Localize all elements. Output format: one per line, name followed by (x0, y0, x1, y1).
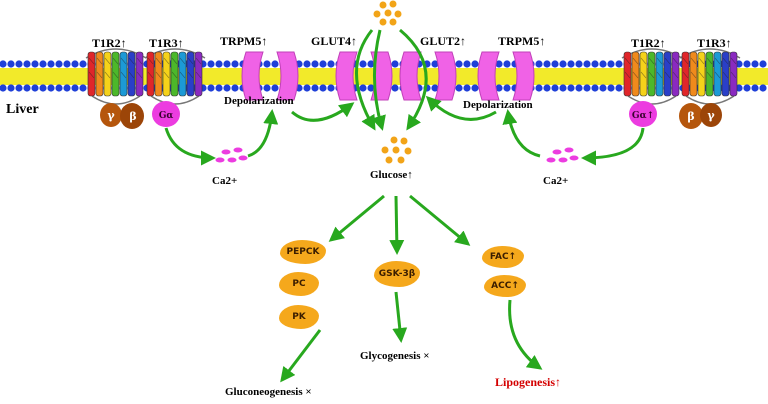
glut2-label: GLUT2↑ (420, 34, 467, 48)
arrow-glucose-via-glut4-b (371, 29, 386, 131)
calcium-ions-left (215, 147, 248, 163)
t1r3-label-left: T1R3↑ (149, 36, 184, 50)
glut4-label: GLUT4↑ (311, 34, 358, 48)
enzyme-gsk3b-label: GSK-3β (378, 269, 416, 279)
extracellular-glucose (373, 0, 402, 26)
trpm5-label-right: TRPM5↑ (498, 34, 546, 48)
trpm5-channel-right (477, 51, 535, 101)
arrow-to-glycogenesis (392, 291, 408, 343)
g-beta-gamma-right: β γ (679, 103, 722, 129)
glut2-transporter (399, 51, 457, 101)
enzyme-fac: FAC↑ (482, 246, 524, 268)
arrow-to-gluconeogenesis (280, 329, 322, 383)
enzyme-pk: PK (279, 305, 319, 329)
intracellular-glucose (381, 136, 412, 164)
depolarization-label-left: Depolarization (224, 95, 294, 107)
g-alpha-label-right: Gα↑ (632, 111, 654, 121)
lipogenesis-label: Lipogenesis↑ (495, 375, 562, 389)
liver-label: Liver (6, 102, 39, 117)
gamma-symbol-left: γ (107, 109, 115, 122)
arrow-depol-to-glut2 (425, 95, 497, 121)
enzyme-pepck-label: PEPCK (286, 247, 320, 257)
beta-symbol-left: β (129, 110, 136, 123)
enzyme-acc: ACC↑ (484, 275, 526, 297)
glycogenesis-label: Glycogenesis × (360, 350, 430, 362)
arrow-galpha-to-ca-right (581, 127, 645, 166)
g-alpha-left: Gα (152, 101, 180, 127)
calcium-label-left: Ca2+ (212, 175, 238, 187)
enzyme-pc-label: PC (292, 279, 306, 289)
g-alpha-right: Gα↑ (629, 101, 657, 127)
glucose-label: Glucose↑ (370, 169, 413, 181)
t1r2-label-left: T1R2↑ (92, 36, 127, 50)
arrow-ca-to-trpm5-right (502, 109, 541, 158)
gamma-symbol-right: γ (707, 109, 715, 122)
enzyme-acc-label: ACC↑ (491, 281, 519, 291)
t1r3-label-right: T1R3↑ (697, 36, 732, 50)
pathway-arrows (164, 28, 645, 383)
calcium-label-right: Ca2+ (543, 175, 569, 187)
trpm5-label-left: TRPM5↑ (220, 34, 268, 48)
t1r3-receptor-left (144, 48, 206, 105)
arrow-glucose-via-glut4-a (355, 29, 376, 131)
g-beta-gamma-left: γ β (100, 103, 144, 129)
arrow-glucose-to-gsk3b (389, 195, 405, 255)
depolarization-label-right: Depolarization (463, 99, 533, 111)
arrow-depol-to-glut4 (291, 102, 355, 122)
enzyme-pk-label: PK (292, 312, 306, 322)
arrow-glucose-via-glut2 (399, 28, 428, 131)
arrow-ca-to-trpm5-left (247, 109, 279, 158)
beta-symbol-right: β (687, 110, 694, 123)
t1r2-receptor-right (621, 48, 683, 105)
calcium-ions-right (546, 147, 579, 163)
t1r2-label-right: T1R2↑ (631, 36, 666, 50)
enzyme-gsk3b: GSK-3β (374, 261, 420, 287)
arrow-galpha-to-ca-left (164, 127, 216, 166)
gluconeogenesis-label: Gluconeogenesis × (225, 386, 312, 398)
t1r2-receptor-left (85, 48, 147, 105)
t1r3-receptor-right (679, 48, 741, 105)
enzyme-pepck: PEPCK (280, 240, 326, 264)
enzyme-fac-label: FAC↑ (489, 252, 517, 262)
trpm5-channel-left (241, 51, 299, 101)
g-alpha-label-left: Gα (159, 111, 174, 121)
arrow-to-lipogenesis (508, 299, 543, 370)
arrow-glucose-to-lipogenic-enzymes (409, 194, 471, 246)
enzyme-pc: PC (279, 272, 319, 296)
arrow-glucose-to-gluconeogenesis-enzymes (328, 194, 385, 242)
